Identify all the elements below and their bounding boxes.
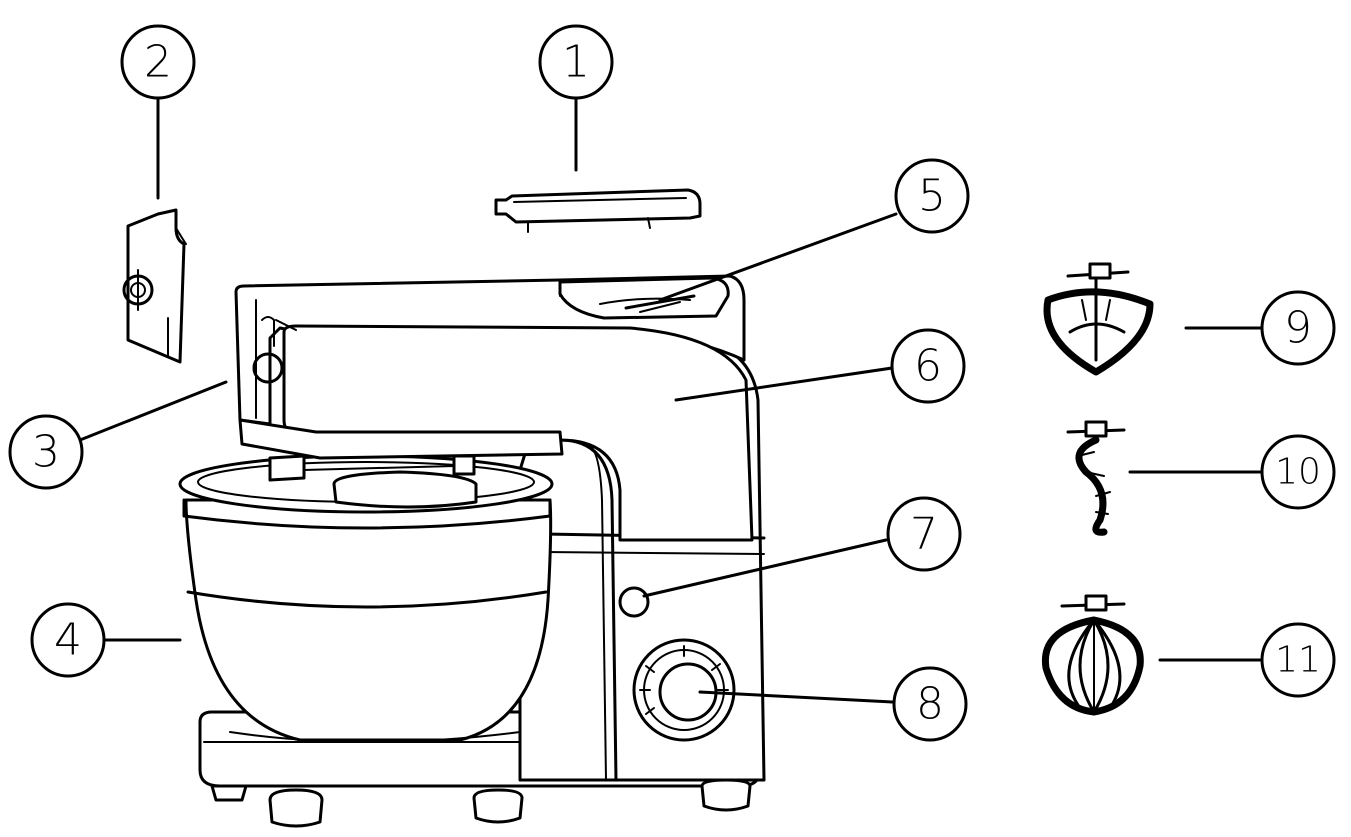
callout-label-6: 6 bbox=[914, 341, 942, 392]
part-11-whisk bbox=[1041, 594, 1144, 716]
callout-label-3: 3 bbox=[32, 427, 60, 478]
callout-5: 5 bbox=[894, 158, 970, 234]
part-9-flat-beater bbox=[1043, 262, 1154, 376]
callout-1: 1 bbox=[538, 24, 614, 100]
callout-label-1: 1 bbox=[562, 37, 590, 88]
callout-label-7: 7 bbox=[910, 509, 938, 560]
callout-label-4: 4 bbox=[54, 615, 82, 666]
callout-6: 6 bbox=[890, 328, 966, 404]
callout-label-9: 9 bbox=[1284, 303, 1312, 354]
leader-8 bbox=[698, 690, 894, 704]
callout-label-2: 2 bbox=[144, 37, 172, 88]
callout-7: 7 bbox=[886, 496, 962, 572]
callout-4: 4 bbox=[30, 602, 106, 678]
callout-label-5: 5 bbox=[918, 171, 946, 222]
part-7-release-button bbox=[618, 586, 650, 618]
callout-9: 9 bbox=[1260, 290, 1336, 366]
callout-2: 2 bbox=[120, 24, 196, 100]
callout-11: 11 bbox=[1260, 622, 1336, 698]
callout-label-8: 8 bbox=[916, 679, 944, 730]
part-8-speed-dial bbox=[632, 638, 736, 742]
leader-7 bbox=[642, 538, 888, 598]
callout-label-10: 10 bbox=[1275, 452, 1321, 493]
part-1-top-cover bbox=[494, 188, 702, 233]
callout-label-11: 11 bbox=[1275, 640, 1321, 681]
splash-guard bbox=[332, 470, 478, 509]
part-2-outlet-cover bbox=[122, 208, 187, 364]
leader-5 bbox=[658, 212, 898, 302]
callout-8: 8 bbox=[892, 666, 968, 742]
leader-lines bbox=[78, 92, 1264, 704]
mixer-head bbox=[234, 274, 754, 542]
callout-10: 10 bbox=[1260, 434, 1336, 510]
leader-3 bbox=[78, 380, 228, 442]
part-10-dough-hook bbox=[1066, 420, 1126, 536]
callout-3: 3 bbox=[8, 414, 84, 490]
leader-6 bbox=[674, 366, 894, 402]
